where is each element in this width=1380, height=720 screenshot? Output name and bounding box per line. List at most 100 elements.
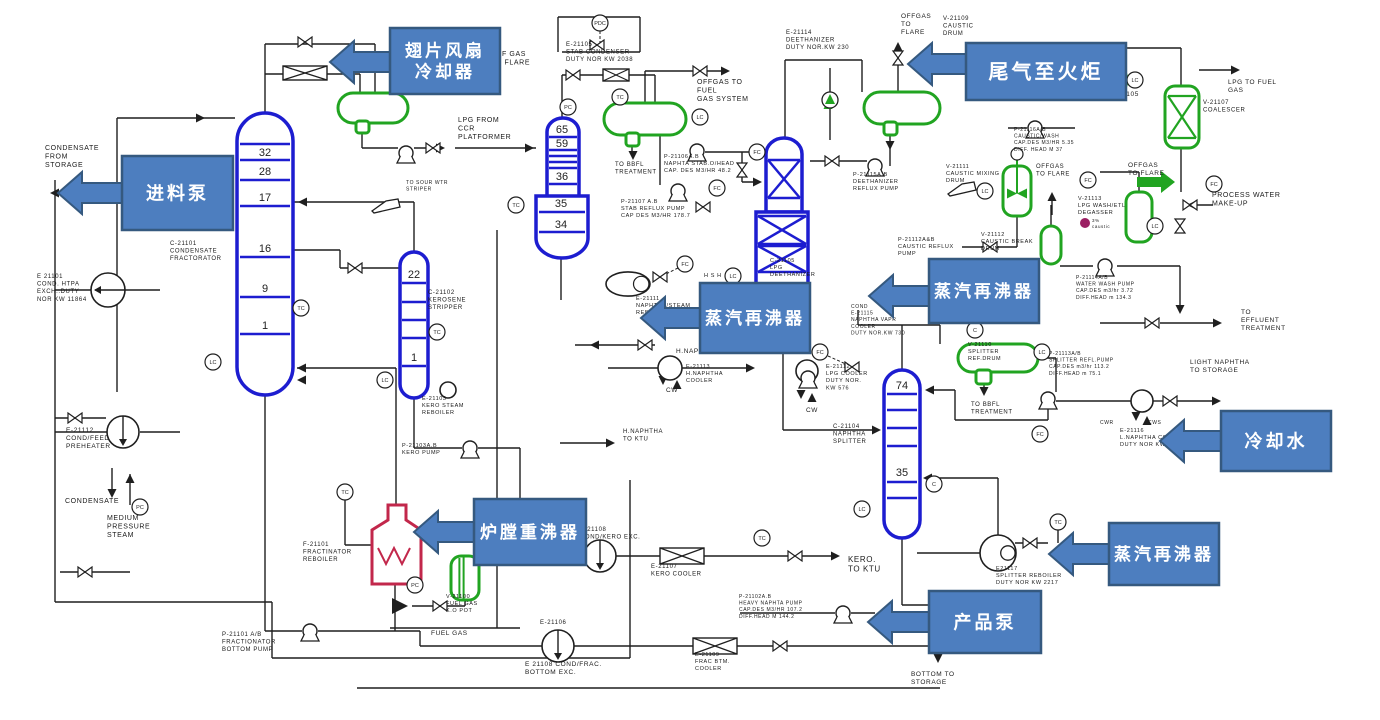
mixer-blade [1007, 188, 1017, 199]
valve-half [658, 270, 668, 284]
pump-icon [667, 183, 689, 202]
exch-shell [979, 534, 1017, 572]
label: CW [806, 407, 818, 414]
valve-half [652, 270, 662, 284]
callout-arrow-icon [906, 40, 969, 88]
tray-number: 1 [262, 320, 268, 332]
valve-half [692, 64, 702, 78]
tray-number: 17 [259, 192, 271, 204]
tray-number: 22 [408, 269, 420, 281]
flow-arrow-icon [606, 438, 615, 448]
valve-icon [891, 50, 905, 66]
instrument-bubble [976, 182, 994, 200]
pump-icon [1024, 120, 1046, 139]
flow-arrow-icon [297, 375, 306, 385]
vessel-boot [624, 131, 641, 148]
callout-text: 炉膛重沸器 [480, 522, 580, 542]
exchanger-xbox-icon [692, 637, 738, 655]
label: CWS [1148, 420, 1162, 426]
vessel-stab-reflux-drum [602, 101, 688, 148]
vessel-boot [882, 120, 899, 137]
valve-icon [844, 360, 860, 374]
pump-icon [459, 440, 481, 459]
instrument-lc: LC [724, 267, 742, 285]
instrument-bubble [611, 88, 629, 106]
valve-half [303, 35, 313, 49]
callout-arrow-icon [56, 169, 125, 217]
callout-product-pump: 产品泵 [866, 589, 1043, 655]
instrument-bubble [507, 196, 525, 214]
flow-arrow-icon [1175, 305, 1185, 314]
ejector-icon [946, 181, 977, 197]
packing-x [757, 214, 807, 246]
exchanger-circle-icon [106, 415, 140, 449]
label: H S H [704, 273, 722, 279]
valve-half [1028, 536, 1038, 550]
vessel-v21111-caustic-mixing-drum [1001, 147, 1033, 218]
valve-half [431, 141, 441, 155]
exch-shell [1130, 389, 1154, 413]
instrument-tag: C [973, 328, 977, 334]
exch-head [1000, 545, 1016, 561]
valve-half [589, 38, 599, 52]
valve-half [1182, 198, 1192, 212]
instrument-lc: LC [1033, 343, 1051, 361]
valve-half [1022, 536, 1032, 550]
instrument-tag: LC [696, 115, 703, 121]
callout-feed-pump: 进料泵 [56, 154, 235, 232]
pump-icon [864, 158, 886, 177]
valve-half [793, 549, 803, 563]
valve-icon [652, 270, 668, 284]
valve-icon [982, 240, 998, 254]
instrument-bubble [559, 98, 577, 116]
callout-text: 蒸汽再沸器 [705, 308, 805, 328]
valve-half [735, 162, 749, 172]
exch-shell [439, 381, 457, 399]
instrument-bubble [204, 353, 222, 371]
instrument-tag: TC [1054, 520, 1061, 526]
offgas-green-arrow-icon [1137, 171, 1175, 193]
pump-base [1094, 269, 1116, 277]
valve-icon [637, 338, 653, 352]
callout-arrow-icon [412, 508, 477, 556]
callout-arrow-icon [867, 272, 932, 320]
exch-arrow [554, 653, 562, 660]
flow-arrow-icon [1213, 318, 1222, 328]
valve-half [83, 565, 93, 579]
valve-half [1150, 316, 1160, 330]
valve-icon [772, 639, 788, 653]
label: CWR [1100, 420, 1114, 426]
valve-half [701, 200, 711, 214]
valve-half [1168, 394, 1178, 408]
callout-text: 蒸汽再沸器 [1114, 544, 1214, 564]
valve-half [844, 360, 854, 374]
instrument-tag: FC [681, 262, 688, 268]
instrument-tag: FC [753, 150, 760, 156]
vessel-v21107-coalescer [1163, 84, 1201, 150]
valve-half [778, 639, 788, 653]
exchanger-circle-icon [90, 272, 126, 308]
tray-number: 16 [259, 243, 271, 255]
label: KERO.TO KTU [848, 555, 881, 574]
vessel-shell [336, 91, 410, 125]
valve-icon [432, 599, 448, 613]
pump-base [686, 154, 708, 162]
label: 3%caustic [1092, 218, 1110, 229]
vessel-shell [1124, 190, 1154, 244]
callout-text: 冷却器 [415, 62, 475, 82]
